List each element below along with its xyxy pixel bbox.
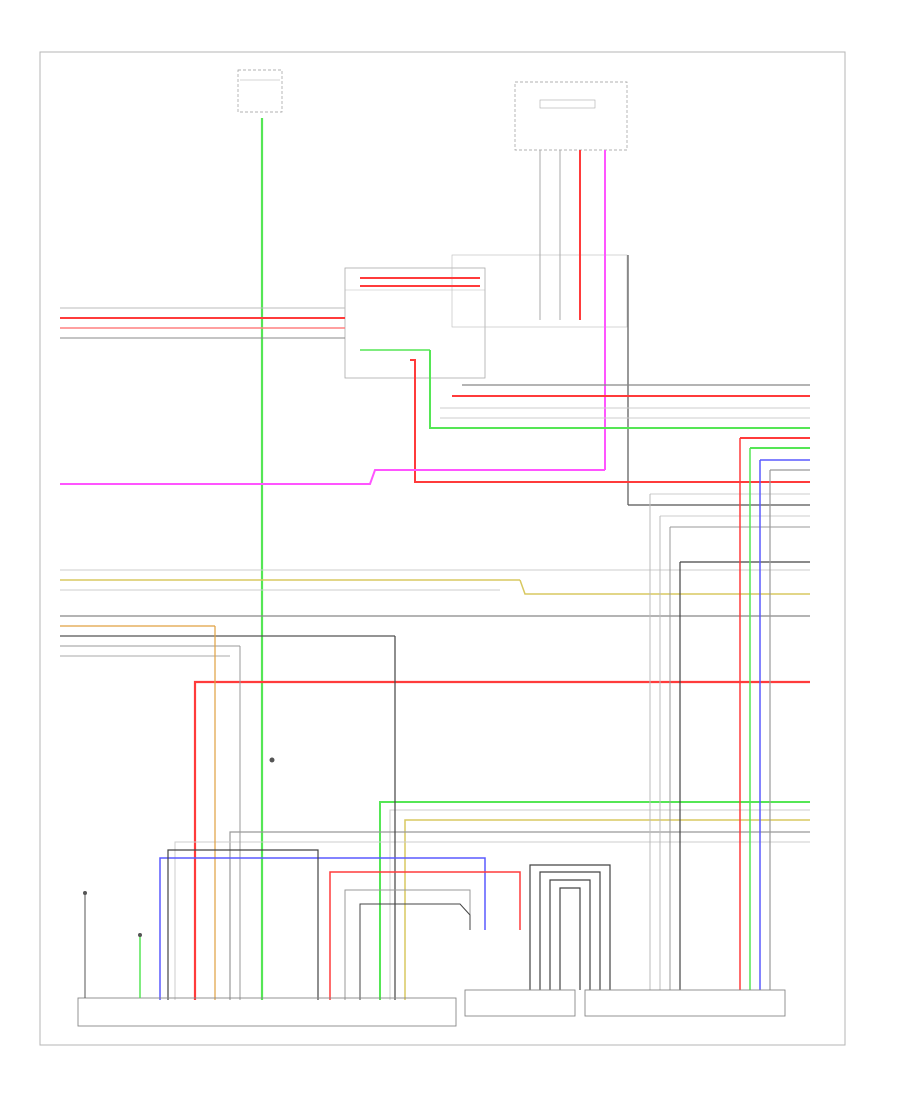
main-receiver-connector — [77, 997, 457, 1027]
ground-symbol-left — [83, 891, 87, 998]
top-power-box — [237, 69, 283, 113]
magenta-horizontal-wire — [60, 469, 605, 485]
mid-sensor-dot — [269, 757, 275, 763]
lower-green — [379, 801, 810, 1000]
middle-connector — [464, 989, 576, 1017]
bundle-2 — [539, 871, 601, 990]
red-long-horizontal — [193, 680, 810, 1000]
bundle-1 — [529, 864, 611, 990]
top-right-sensor-box — [514, 81, 628, 151]
sensor-symbol-green — [138, 933, 142, 998]
lower-light-2 — [174, 841, 810, 1000]
bundle-4 — [559, 887, 581, 990]
gray-mid-drop — [344, 889, 471, 1000]
diagram-border — [39, 51, 846, 1046]
blue-left-drop — [159, 857, 486, 1000]
red-left-drop — [329, 871, 521, 1000]
right-connector — [584, 989, 786, 1017]
lower-gray — [229, 831, 810, 1000]
black-left-drop — [167, 849, 319, 1000]
bus-red-3 — [410, 359, 810, 483]
bundle-3 — [549, 879, 591, 990]
black-mid-drop — [359, 903, 471, 1000]
lower-yellow — [404, 819, 810, 1000]
bus-green-1 — [429, 350, 810, 429]
mid-wire-2b-yellow — [519, 579, 810, 595]
